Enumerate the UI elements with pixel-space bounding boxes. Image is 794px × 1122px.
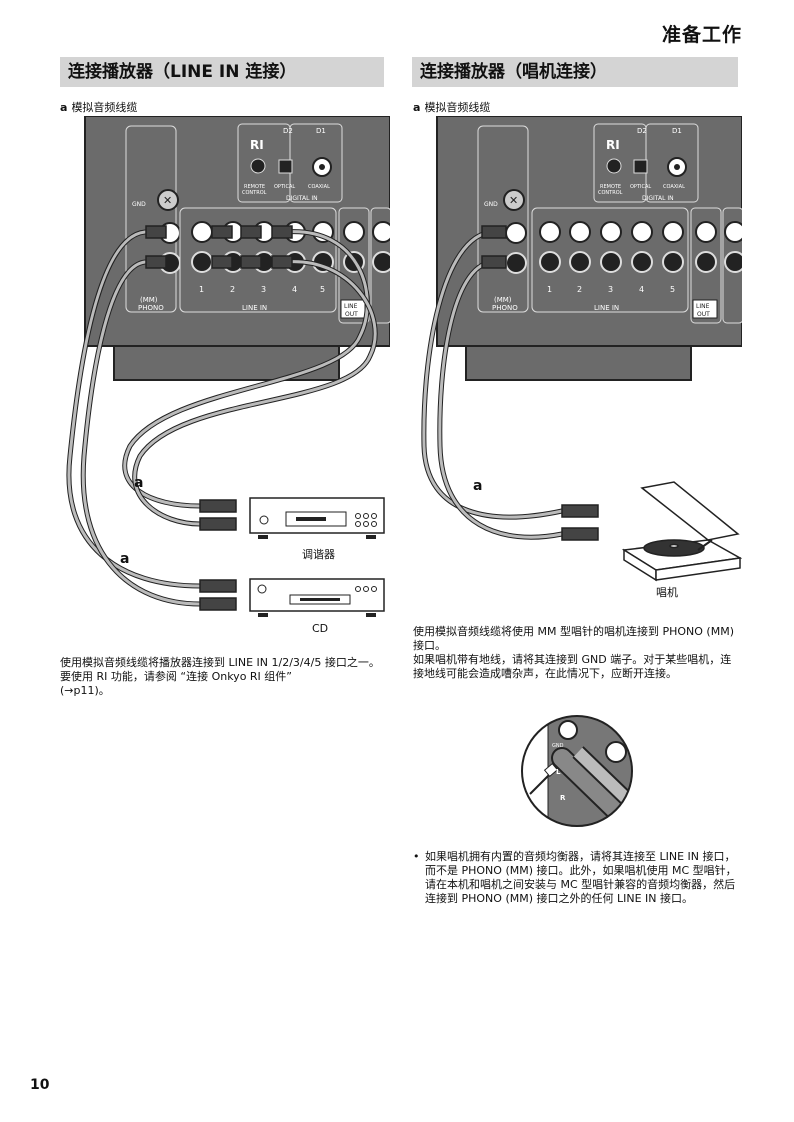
line-in-label: LINE IN [242,304,267,312]
turntable-connection-diagram: RI REMOTE CONTROL D2 D1 OPTICAL COAXIAL … [421,116,742,599]
svg-text:2: 2 [577,285,582,294]
cd-device [249,578,385,617]
receiver-plugs [145,225,293,269]
line-in-number-2: 2 [230,285,235,294]
coaxial-label: COAXIAL [308,184,330,190]
receiver-foot [113,345,340,381]
turntable-note: • 如果唱机拥有内置的音频均衡器，请将其连接至 LINE IN 接口，而不是 P… [413,850,739,906]
svg-text:DIGITAL IN: DIGITAL IN [642,195,674,202]
zoom-gnd-label: GND [552,743,564,749]
d1-label: D1 [316,127,326,135]
optical-jack [278,159,293,174]
gnd-label: GND [132,201,146,208]
d2-label: D2 [283,127,293,135]
svg-text:CONTROL: CONTROL [598,190,623,196]
svg-text:OPTICAL: OPTICAL [630,184,651,190]
svg-text:D2: D2 [637,127,647,135]
tuner-device [249,497,385,539]
svg-text:GND: GND [484,201,498,208]
section-heading-turntable: 连接播放器（唱机连接） [412,57,738,87]
receiver-foot [465,345,692,381]
svg-text:5: 5 [670,285,675,294]
svg-text:1: 1 [547,285,552,294]
turntable-description-p2: 如果唱机带有地线，请将其连接到 GND 端子。对于某些唱机，连接地线可能会造成嘈… [413,653,732,680]
svg-text:4: 4 [639,285,644,294]
turntable-device [621,481,742,582]
line-in-number-1: 1 [199,285,204,294]
cable-legend-letter: a [60,101,68,114]
svg-text:LINE: LINE [696,303,710,310]
zoom-r-label: R [560,794,566,802]
callout-a-cd: a [120,551,129,567]
zoom-l-label: L [556,768,561,776]
cable-legend-text-right: 模拟音频线缆 [424,101,491,114]
svg-text:(MM): (MM) [494,296,512,304]
remote-control-label-1: REMOTE [244,184,265,190]
svg-text:3: 3 [608,285,613,294]
ri-jack [250,158,266,174]
line-in-connection-diagram: RI REMOTE CONTROL D2 D1 OPTICAL COAXIAL … [66,116,390,635]
gnd-terminal [157,189,179,211]
line-in-description: 使用模拟音频线缆将播放器连接到 LINE IN 1/2/3/4/5 接口之一。要… [60,656,386,698]
svg-text:LINE IN: LINE IN [594,304,619,312]
svg-text:OUT: OUT [697,311,710,318]
ri-label: RI [250,138,264,152]
svg-text:PHONO: PHONO [492,304,518,312]
page-number: 10 [30,1077,50,1093]
svg-text:✕: ✕ [163,194,172,207]
cable-legend-letter-right: a [413,101,421,114]
line-out-label-1: LINE [344,303,358,310]
line-out-label-2: OUT [345,311,358,318]
chapter-title: 准备工作 [661,24,742,46]
optical-label: OPTICAL [274,184,295,190]
callout-a-turntable: a [473,478,482,494]
tuner-label: 调谐器 [302,547,335,561]
svg-text:COAXIAL: COAXIAL [663,184,685,190]
line-in-description-ref: (→p11)。 [60,684,110,697]
svg-text:REMOTE: REMOTE [600,184,621,190]
gnd-zoom-detail: GND L R [521,715,633,827]
cd-label: CD [312,622,328,635]
cd-cable [66,229,203,607]
digital-in-label: DIGITAL IN [286,195,318,202]
device-plugs [199,499,237,611]
line-in-number-4: 4 [292,285,297,294]
line-in-number-5: 5 [320,285,325,294]
remote-control-label-2: CONTROL [242,190,267,196]
phono-cable [421,229,565,540]
callout-a-tuner: a [134,475,143,491]
line-in-number-3: 3 [261,285,266,294]
svg-text:RI: RI [606,138,620,152]
svg-text:✕: ✕ [509,194,518,207]
phono-mm-label: (MM) [140,296,158,304]
turntable-note-text: 如果唱机拥有内置的音频均衡器，请将其连接至 LINE IN 接口，而不是 PHO… [425,850,737,905]
cable-legend-text: 模拟音频线缆 [71,101,138,114]
phono-label: PHONO [138,304,164,312]
phono-block [125,125,177,313]
line-in-description-text: 使用模拟音频线缆将播放器连接到 LINE IN 1/2/3/4/5 接口之一。要… [60,656,380,683]
svg-text:D1: D1 [672,127,682,135]
section-heading-line-in: 连接播放器（LINE IN 连接） [60,57,384,87]
tuner-cable [122,229,378,527]
turntable-description-p1: 使用模拟音频线缆将使用 MM 型唱针的唱机连接到 PHONO (MM) 接口。 [413,625,734,652]
turntable-description: 使用模拟音频线缆将使用 MM 型唱针的唱机连接到 PHONO (MM) 接口。 … [413,625,739,681]
turntable-label: 唱机 [656,585,678,599]
bullet-icon: • [413,850,420,863]
